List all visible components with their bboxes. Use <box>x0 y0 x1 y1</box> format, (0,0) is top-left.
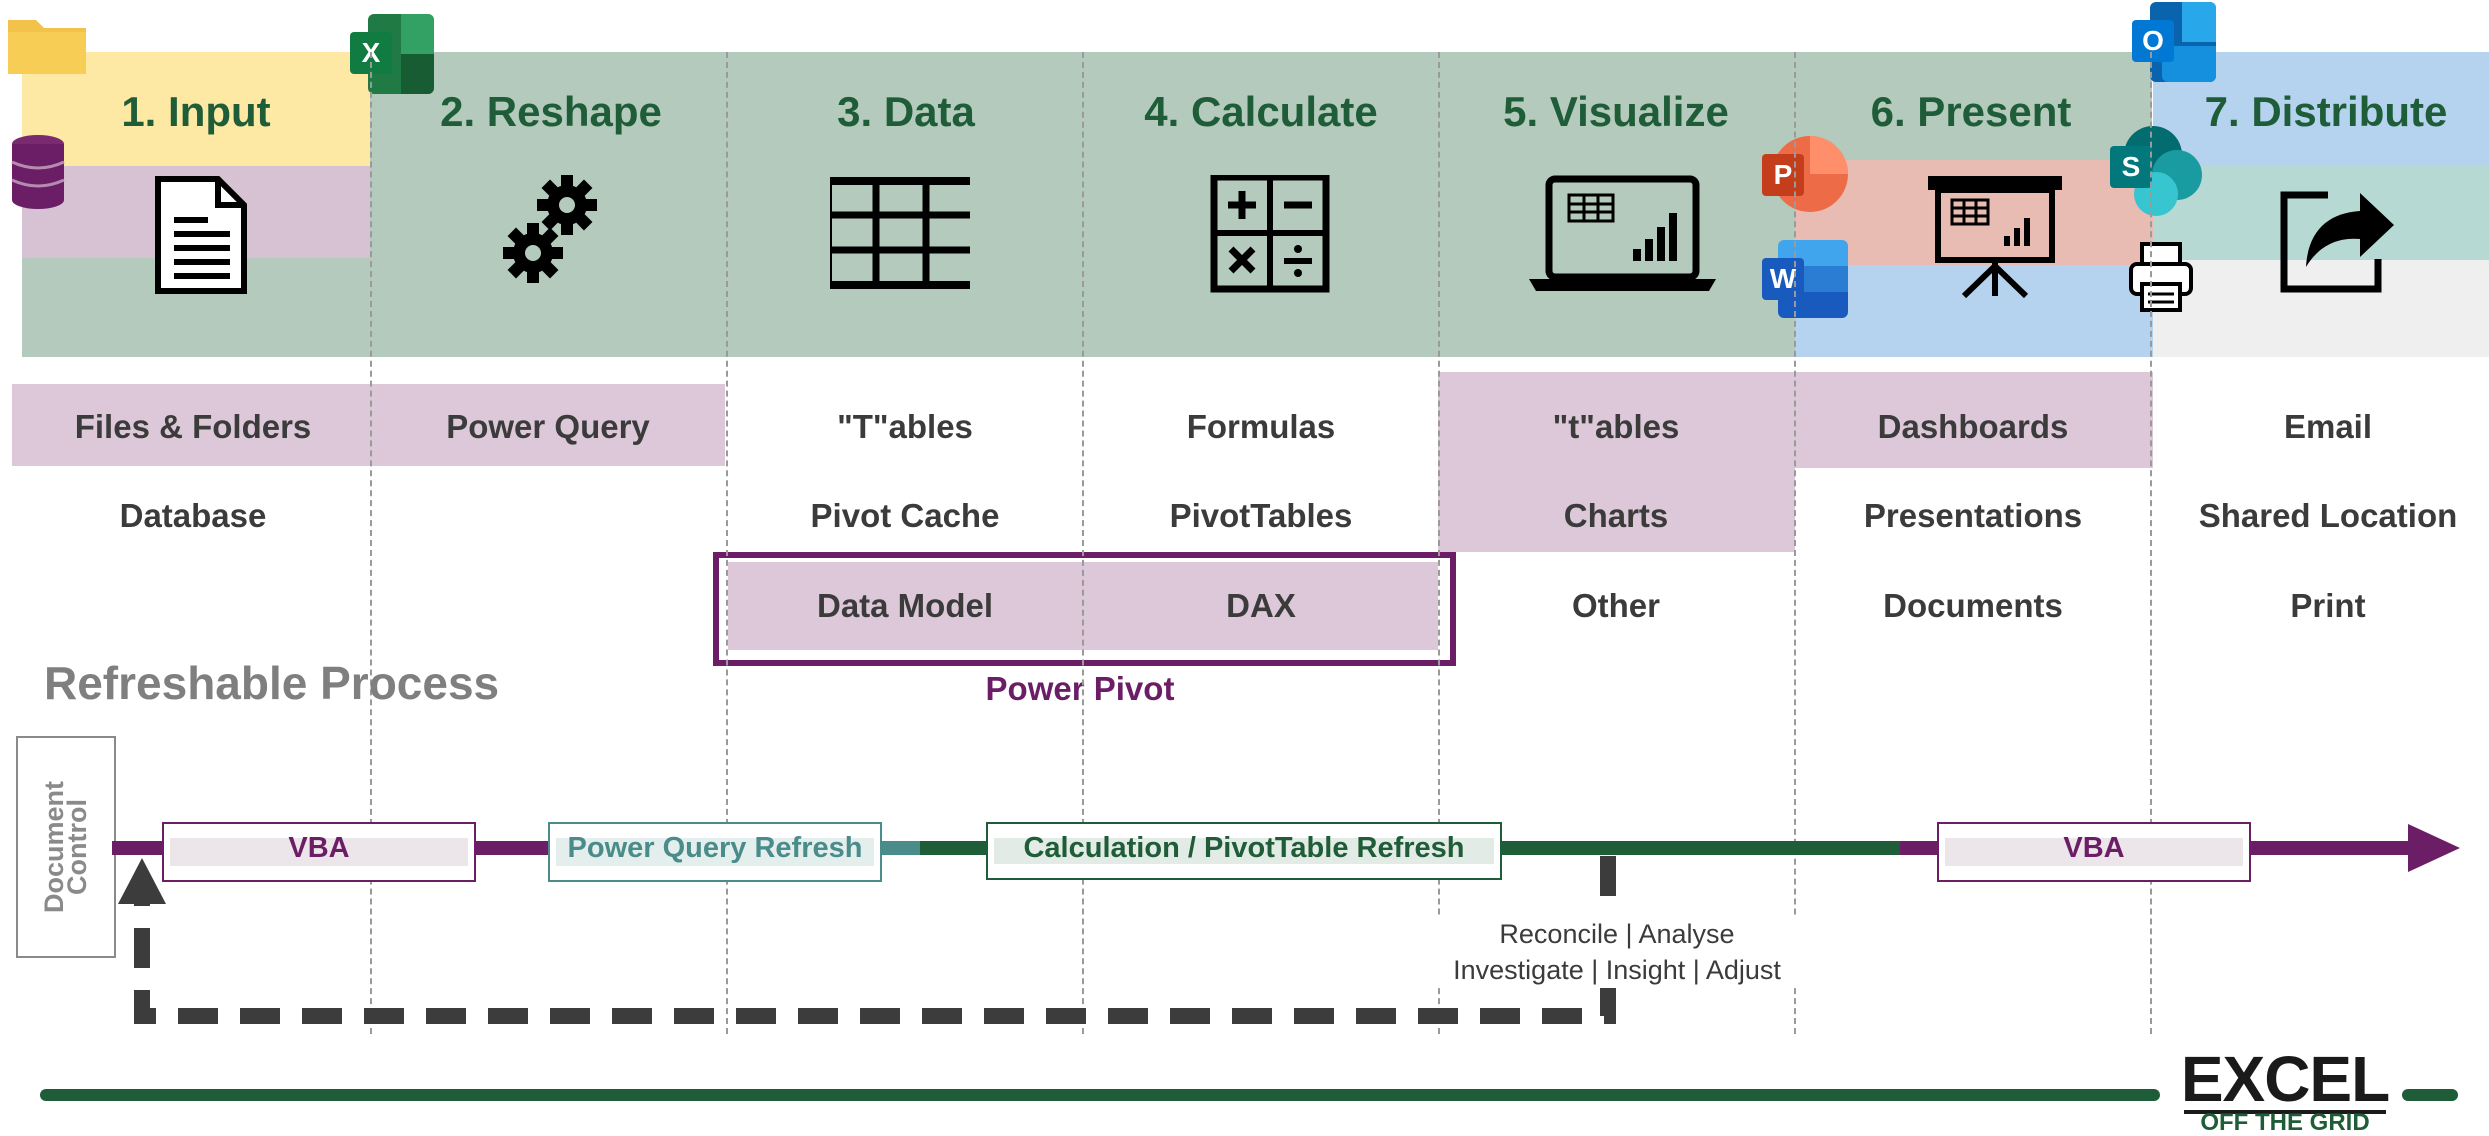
logo-underline <box>2184 1110 2386 1114</box>
tool-pivot-cache: Pivot Cache <box>810 497 1000 534</box>
column-divider <box>1438 52 1440 1034</box>
power-query-refresh-box: Power Query Refresh <box>548 822 882 882</box>
tool-tables: "T"ables <box>837 408 973 445</box>
calculator-icon <box>1210 175 1330 293</box>
stage-title-data: 3. Data <box>837 88 975 135</box>
excel-icon: X <box>350 14 434 94</box>
stage-title-visualize: 5. Visualize <box>1503 88 1729 135</box>
tool-files-folders: Files & Folders <box>74 408 312 445</box>
tool-formulas: Formulas <box>1186 408 1336 445</box>
present-highlight <box>1795 372 2153 468</box>
tool-documents: Documents <box>1883 587 2063 624</box>
power-pivot-label: Power Pivot <box>985 670 1175 707</box>
tool-other: Other <box>1571 587 1660 624</box>
column-divider <box>2150 52 2152 1034</box>
tool-email: Email <box>2283 408 2373 445</box>
calculation-refresh-box: Calculation / PivotTable Refresh <box>986 822 1502 880</box>
stage-title-present: 6. Present <box>1870 88 2072 135</box>
document-icon <box>155 176 247 294</box>
visualize-highlight <box>1438 372 1795 552</box>
tool-presentations: Presentations <box>1863 497 2083 534</box>
tool-data-model: Data Model <box>816 587 994 624</box>
vba-left-box: VBA <box>162 822 476 882</box>
stage-title-calculate: 4. Calculate <box>1144 88 1378 135</box>
tool-print: Print <box>2290 587 2366 624</box>
stage-title-input: 1. Input <box>121 88 271 135</box>
tool-power-query: Power Query <box>446 408 650 445</box>
excel-off-the-grid-logo: EXCEL OFF THE GRID <box>2180 1043 2390 1136</box>
share-icon <box>2280 191 2394 293</box>
folder-icon <box>8 20 86 74</box>
logo-text-sub: OFF THE GRID <box>2200 1109 2370 1136</box>
distribute-band-grey <box>2153 260 2489 357</box>
review-line-2: Investigate | Insight | Adjust <box>1453 955 1781 985</box>
column-divider <box>1794 52 1796 1034</box>
tool-charts: Charts <box>1563 497 1669 534</box>
vba-right-box: VBA <box>1937 822 2251 882</box>
process-heading: Refreshable Process <box>44 657 500 709</box>
footer-rule <box>40 1089 2160 1101</box>
word-icon: W <box>1762 238 1852 322</box>
column-divider <box>370 52 372 1034</box>
tool-pivottables: PivotTables <box>1169 497 1353 534</box>
review-steps-text: Reconcile | Analyse Investigate | Insigh… <box>1432 916 1802 988</box>
files-highlight <box>12 384 725 466</box>
stage-title-distribute: 7. Distribute <box>2204 88 2448 135</box>
footer-rule-end <box>2402 1089 2458 1101</box>
laptop-chart-icon <box>1529 175 1716 291</box>
present-band-blue <box>1795 265 2153 357</box>
database-icon <box>11 135 65 209</box>
powerpoint-icon: P <box>1762 136 1848 218</box>
gears-icon <box>503 175 597 283</box>
table-icon <box>830 177 970 289</box>
column-divider <box>1082 52 1084 1034</box>
power-pivot-box <box>713 552 1456 666</box>
tool-dashboards: Dashboards <box>1877 408 2069 445</box>
document-control-box: Document Control <box>16 736 116 958</box>
printer-icon <box>2129 242 2193 312</box>
tool-lower-tables: "t"ables <box>1552 408 1680 445</box>
tool-dax: DAX <box>1226 587 1296 624</box>
column-divider <box>726 52 728 1034</box>
outlook-icon: O <box>2132 2 2218 84</box>
review-line-1: Reconcile | Analyse <box>1499 919 1735 949</box>
stage-title-reshape: 2. Reshape <box>440 88 662 135</box>
tool-shared-location: Shared Location <box>2198 497 2458 534</box>
presentation-board-icon <box>1928 176 2062 299</box>
logo-text-main: EXCEL <box>2180 1043 2390 1115</box>
sharepoint-icon: S <box>2110 126 2206 222</box>
tool-database: Database <box>119 497 267 534</box>
